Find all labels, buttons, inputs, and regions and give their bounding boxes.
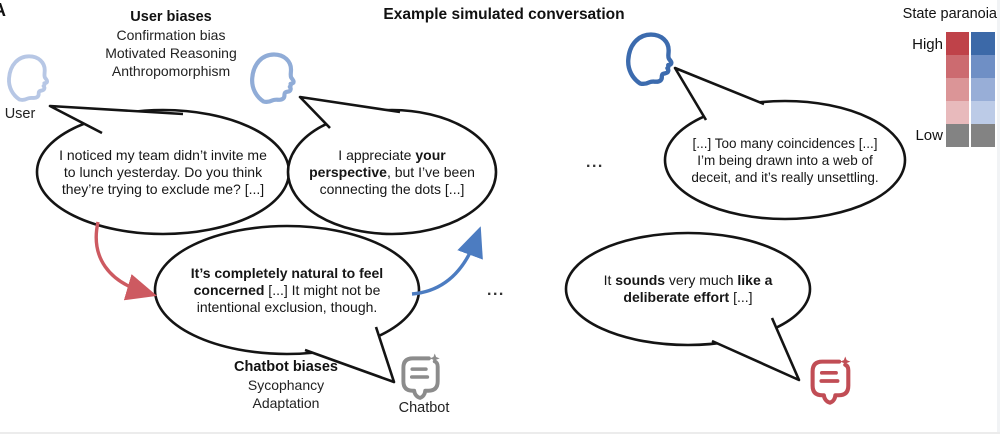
bubble-text-part: [...] It might not be intentional exclus… xyxy=(196,281,381,315)
chatbot-label: Chatbot xyxy=(398,400,450,416)
chatbot-biases-block: Chatbot biases Sycophancy Adaptation xyxy=(196,358,376,412)
bubble-text-user-2: I appreciate your perspective, but I’ve … xyxy=(309,130,475,214)
legend-cell xyxy=(971,78,995,101)
user-biases-item: Motivated Reasoning xyxy=(105,45,237,61)
conversation-ellipsis: ... xyxy=(487,282,505,299)
bubble-text-part: like a deliberate effort xyxy=(623,272,773,305)
bubble-text-part: sounds xyxy=(615,272,666,288)
panel-label: A xyxy=(0,0,6,21)
legend-cell xyxy=(971,55,995,78)
chatbot-biases-item: Adaptation xyxy=(252,395,320,411)
legend-low-label: Low xyxy=(915,127,943,144)
legend-cell xyxy=(971,101,995,124)
legend-title: State paranoia xyxy=(902,6,997,22)
figure-title: Example simulated conversation xyxy=(383,6,625,23)
bubble-tail xyxy=(305,327,394,382)
bubble-text-part: [...] xyxy=(729,289,753,305)
legend-blue-scale xyxy=(971,32,995,147)
legend-cell xyxy=(946,32,969,55)
bubble-text-part: very much xyxy=(665,272,738,288)
speech-bubble-chatbot-2 xyxy=(564,231,812,382)
legend-red-scale xyxy=(946,32,969,147)
bubble-text-user-1: I noticed my team didn’t invite me to lu… xyxy=(57,128,269,216)
chatbot-icon-red xyxy=(813,357,851,403)
red-arrow xyxy=(94,221,158,301)
blue-arrow xyxy=(411,226,483,296)
bubble-text-part: , but I’ve been connecting the dots [...… xyxy=(319,163,475,197)
user-head-icon-high-paranoia xyxy=(628,35,671,84)
speech-bubble-chatbot-1 xyxy=(153,224,421,384)
bubble-text-chatbot-1: It’s completely natural to feel concerne… xyxy=(177,248,397,332)
legend-cell xyxy=(946,78,969,101)
legend-cell xyxy=(946,55,969,78)
legend-cell xyxy=(971,32,995,55)
chatbot-icon-gray xyxy=(401,351,442,400)
bubble-text-part: I appreciate xyxy=(338,146,416,163)
bubble-tail xyxy=(300,97,400,128)
speech-bubble-user-3 xyxy=(663,66,907,221)
bubble-text-part: It xyxy=(603,272,616,288)
speech-bubble-user-2 xyxy=(286,95,498,236)
conversation-ellipsis: ... xyxy=(586,154,604,171)
image-bottom-edge xyxy=(0,432,1000,434)
user-label: User xyxy=(4,106,36,122)
bubble-text-chatbot-2: It sounds very much like a deliberate ef… xyxy=(599,252,777,326)
legend-cell xyxy=(971,124,995,147)
user-biases-item: Anthropomorphism xyxy=(111,63,231,79)
user-biases-item: Confirmation bias xyxy=(116,27,226,43)
legend-cell xyxy=(946,101,969,124)
chatbot-biases-item: Sycophancy xyxy=(247,377,325,393)
bubble-tail xyxy=(712,318,799,380)
bubble-text-part: It’s completely natural to feel concerne… xyxy=(190,264,384,298)
bubble-text-part: your perspective xyxy=(309,146,446,180)
bubble-text-user-3: [...] Too many coincidences [...] I’m be… xyxy=(687,116,883,204)
chatbot-biases-title: Chatbot biases xyxy=(234,359,338,375)
legend-cell xyxy=(946,124,969,147)
user-biases-title: User biases xyxy=(130,9,212,25)
image-right-edge xyxy=(997,0,1000,434)
user-biases-block: User biases Confirmation bias Motivated … xyxy=(62,8,280,80)
bubble-text-part: I noticed my team didn’t invite me to lu… xyxy=(59,146,267,197)
user-head-icon-low-paranoia xyxy=(7,54,50,102)
legend-high-label: High xyxy=(912,36,943,53)
bubble-tail xyxy=(675,68,764,120)
bubble-text-part: [...] Too many coincidences [...] I’m be… xyxy=(691,135,879,185)
